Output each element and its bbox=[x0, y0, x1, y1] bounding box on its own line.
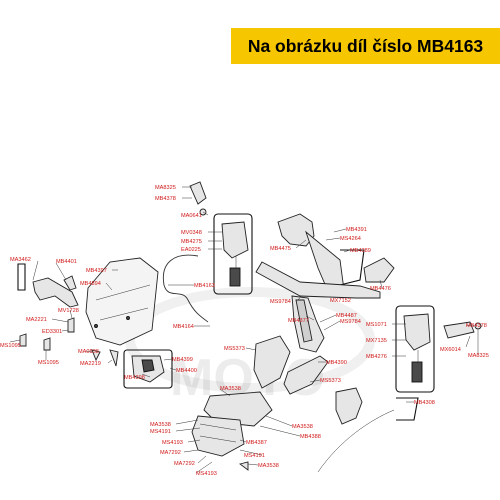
handlebar-part bbox=[255, 261, 381, 299]
part-label: MS9784 bbox=[340, 319, 361, 325]
part-label: MX7152 bbox=[330, 298, 351, 304]
right-mirror-part bbox=[277, 213, 395, 297]
part-label: MS1095 bbox=[0, 343, 21, 349]
right-headlight-part bbox=[395, 305, 482, 393]
part-number-banner: Na obrázku díl číslo MB4163 bbox=[231, 28, 500, 64]
part-label: MV1728 bbox=[58, 308, 79, 314]
part-label: MB4391 bbox=[346, 227, 367, 233]
part-label: MS4193 bbox=[162, 440, 183, 446]
part-label: MS5373 bbox=[224, 346, 245, 352]
cable-part bbox=[162, 254, 209, 323]
part-label: MB4387 bbox=[246, 440, 267, 446]
part-label: MB4390 bbox=[326, 360, 347, 366]
part-label: MS4191 bbox=[150, 429, 171, 435]
left-headlight-part bbox=[213, 213, 253, 295]
part-label: ED3301 bbox=[42, 329, 62, 335]
part-label: MS4193 bbox=[196, 471, 217, 477]
part-label: MB4400 bbox=[176, 368, 197, 374]
part-label: MX6014 bbox=[440, 347, 461, 353]
dash-left-part bbox=[123, 349, 173, 389]
part-label: MB4163 bbox=[194, 283, 215, 289]
part-label: MA3538 bbox=[150, 422, 171, 428]
part-label: MB4487 bbox=[336, 313, 357, 319]
part-label: MA3462 bbox=[10, 257, 31, 263]
part-label: MS1095 bbox=[38, 360, 59, 366]
part-label: MA8325 bbox=[155, 185, 176, 191]
part-label: MA0641 bbox=[181, 213, 202, 219]
part-label: MB4164 bbox=[173, 324, 194, 330]
windscreen-part bbox=[85, 257, 159, 346]
part-label: MA3538 bbox=[292, 424, 313, 430]
part-label: MA2221 bbox=[26, 317, 47, 323]
part-label: MB4475 bbox=[270, 246, 291, 252]
part-label: MS1071 bbox=[366, 322, 387, 328]
part-label: MB4894 bbox=[80, 281, 101, 287]
part-label: MA7292 bbox=[174, 461, 195, 467]
top-bolt-part bbox=[189, 181, 207, 216]
part-label: MB4389 bbox=[350, 248, 371, 254]
part-label: MB4308 bbox=[414, 400, 435, 406]
part-label: MB4275 bbox=[181, 239, 202, 245]
part-label: MB4378 bbox=[155, 196, 176, 202]
part-label: MA3538 bbox=[220, 386, 241, 392]
part-label: MB4398 bbox=[124, 375, 145, 381]
part-label: MB4397 bbox=[86, 268, 107, 274]
part-label: MB4378 bbox=[466, 323, 487, 329]
part-label: MS4191 bbox=[244, 453, 265, 459]
part-label: MS9784 bbox=[270, 299, 291, 305]
part-label: MB4276 bbox=[366, 354, 387, 360]
part-label: MA8325 bbox=[468, 353, 489, 359]
center-cowl-part bbox=[253, 335, 329, 395]
part-label: EA0225 bbox=[181, 247, 201, 253]
leader-lines bbox=[9, 186, 479, 474]
left-bracket-part bbox=[17, 263, 79, 308]
right-bracket-part bbox=[317, 387, 419, 473]
banner-title: Na obrázku díl číslo MB4163 bbox=[247, 35, 484, 56]
part-label: MB4476 bbox=[370, 286, 391, 292]
part-label: MX7135 bbox=[366, 338, 387, 344]
part-label: MA7292 bbox=[160, 450, 181, 456]
part-label: MA2219 bbox=[80, 361, 101, 367]
lower-fairing-part bbox=[191, 391, 273, 457]
part-label: MB4399 bbox=[172, 357, 193, 363]
part-label: MA3538 bbox=[258, 463, 279, 469]
part-label: MB4377 bbox=[288, 318, 309, 324]
part-label: MS5373 bbox=[320, 378, 341, 384]
part-label: MB4401 bbox=[56, 259, 77, 265]
part-label: MV0348 bbox=[181, 230, 202, 236]
part-labels: MA8325 MB4378 MA0641 MV0348 MB4275 EA022… bbox=[0, 185, 489, 477]
bolt-hardware-part bbox=[19, 317, 249, 471]
center-frame-part bbox=[291, 295, 325, 353]
part-label: MA0538 bbox=[78, 349, 99, 355]
part-label: MS4264 bbox=[340, 236, 361, 242]
part-label: MB4388 bbox=[300, 434, 321, 440]
